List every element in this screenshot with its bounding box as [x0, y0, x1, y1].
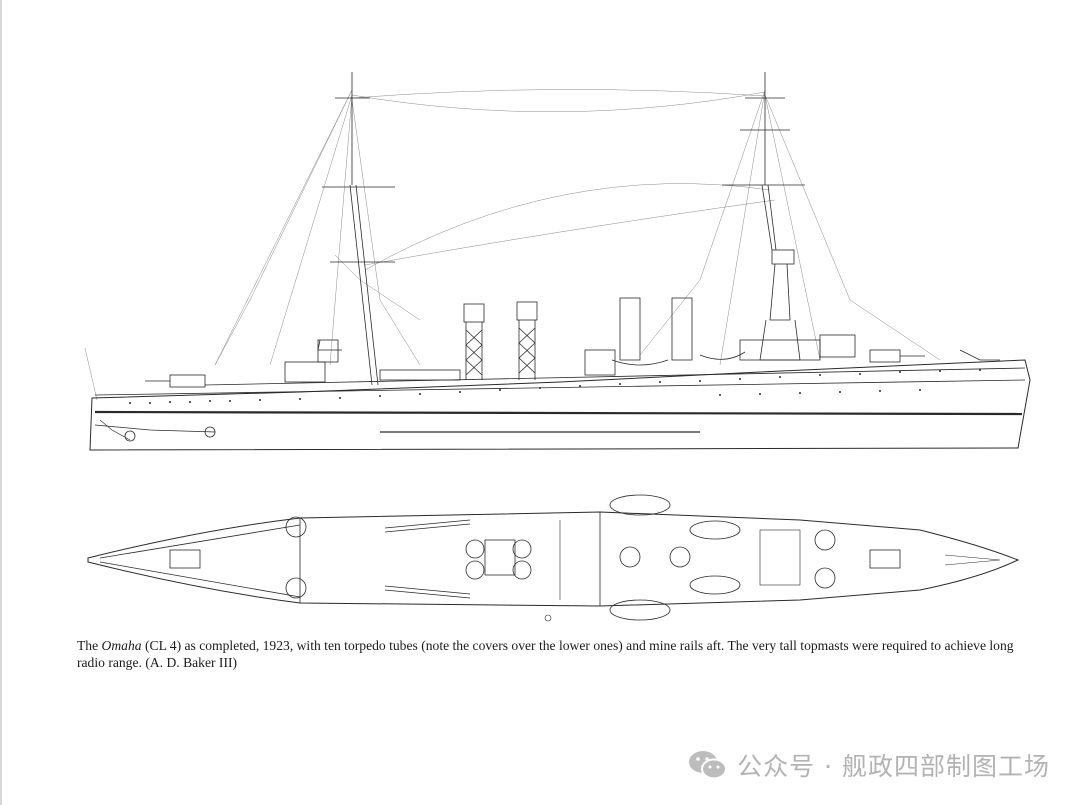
torpedo-tubes [384, 519, 471, 599]
hull-plan [87, 511, 1020, 607]
caption-pre: The [77, 638, 102, 653]
ship-drawing [84, 72, 1031, 622]
propeller-shafts [94, 424, 216, 442]
deck-fittings [544, 520, 1001, 622]
mainmast [722, 72, 805, 361]
funnel-tops [465, 539, 691, 580]
watermark-text: 公众号 · 舰政四部制图工场 [737, 752, 1050, 781]
wechat-icon [689, 751, 728, 780]
foremast [322, 72, 395, 386]
boats [609, 494, 741, 621]
figure-caption: The Omaha (CL 4) as completed, 1923, wit… [77, 637, 1017, 671]
funnels [463, 297, 746, 380]
superstructure [94, 334, 1026, 396]
plan-view [87, 494, 1020, 622]
portholes [129, 369, 981, 404]
hull-profile [89, 359, 1031, 451]
watermark: 公众号 · 舰政四部制图工场 [687, 747, 1050, 783]
rigging [84, 89, 941, 401]
page-edge [0, 0, 2, 805]
gun-positions [169, 516, 901, 599]
profile-view [84, 72, 1031, 451]
ship-name: Omaha [101, 638, 142, 653]
caption-post: (CL 4) as completed, 1923, with ten torp… [77, 638, 1014, 670]
